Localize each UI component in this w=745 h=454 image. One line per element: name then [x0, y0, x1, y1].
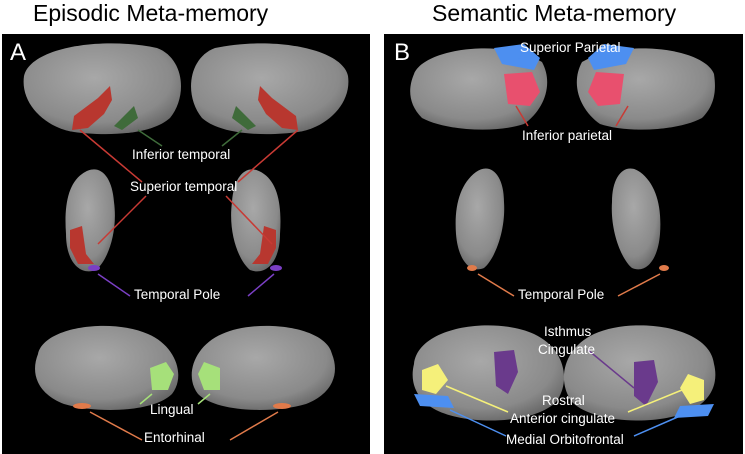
label-inferior-parietal: Inferior parietal: [522, 128, 612, 143]
arrow-medial-orbitofrontal-right: [633, 415, 681, 437]
isthmus-cingulate-region-right: [634, 360, 658, 406]
entorhinal-region-left: [73, 403, 91, 409]
semantic-title: Semantic Meta-memory: [432, 0, 677, 26]
arrow-rostral-anterior-cingulate-left: [445, 385, 509, 413]
arrow-superior-temporal-mid-right: [225, 195, 273, 245]
arrow-inferior-parietal-right: [615, 105, 629, 127]
arrow-superior-temporal-top-left: [79, 129, 143, 183]
inferior-temporal-region-left: [114, 106, 138, 130]
arrow-temporal-pole-left: [97, 273, 131, 297]
arrow-inferior-temporal-right: [221, 129, 243, 147]
superior-temporal-region-left: [72, 86, 112, 130]
temporal-pole-region-right: [270, 265, 282, 271]
panel-b: B: [384, 34, 743, 454]
arrow-inferior-temporal-left: [137, 129, 163, 147]
brain-bottom-left: [35, 325, 179, 410]
lingual-region-right: [198, 362, 220, 390]
label-entorhinal: Entorhinal: [144, 430, 205, 445]
brain-top-left: [23, 43, 181, 135]
arrow-superior-temporal-mid-left: [97, 195, 147, 245]
temporal-pole-region-b-left: [467, 265, 477, 271]
arrow-inferior-parietal-left: [515, 105, 529, 127]
brain-b-top-right: [576, 48, 715, 130]
label-isthmus-line1: Isthmus: [544, 324, 592, 339]
rostral-anterior-cingulate-region-right: [680, 374, 704, 404]
arrow-temporal-pole-right: [247, 273, 275, 297]
superior-parietal-region-left: [494, 44, 540, 70]
label-rostral-line1: Rostral: [542, 393, 585, 408]
isthmus-cingulate-region-left: [494, 350, 518, 394]
panel-a: A: [2, 34, 370, 454]
temporal-pole-region-b-right: [659, 265, 669, 271]
label-rostral-line2: Anterior cingulate: [510, 411, 615, 426]
superior-temporal-region-mid-left: [70, 226, 94, 264]
arrow-lingual-right: [197, 393, 211, 405]
label-lingual: Lingual: [150, 402, 194, 417]
label-temporal-pole-b: Temporal Pole: [518, 287, 604, 302]
superior-temporal-region-mid-right: [252, 226, 276, 264]
label-isthmus-line2: Cingulate: [538, 342, 595, 357]
brain-top-right: [191, 43, 349, 135]
brain-b-bottom-left: [412, 325, 565, 421]
label-superior-parietal: Superior Parietal: [520, 40, 621, 55]
arrow-isthmus-cingulate: [587, 349, 635, 389]
label-temporal-pole: Temporal Pole: [134, 287, 220, 302]
brain-b-mid-left: [455, 168, 505, 270]
panel-letter-a: A: [10, 39, 26, 66]
inferior-parietal-region-right: [588, 72, 624, 106]
arrow-superior-parietal-left: [517, 55, 535, 59]
label-inferior-temporal: Inferior temporal: [132, 147, 230, 162]
arrow-temporal-pole-b-left: [477, 273, 515, 297]
label-superior-temporal: Superior temporal: [130, 179, 237, 194]
medial-orbitofrontal-region-right: [674, 404, 714, 418]
arrow-temporal-pole-b-right: [617, 273, 661, 297]
label-medial-orbitofrontal: Medial Orbitofrontal: [506, 432, 624, 447]
inferior-temporal-region-right: [232, 106, 256, 130]
brain-b-top-left: [410, 48, 548, 130]
arrow-rostral-anterior-cingulate-right: [627, 389, 683, 413]
brain-bottom-right: [191, 325, 335, 410]
entorhinal-region-right: [273, 403, 291, 409]
arrow-superior-parietal-right: [591, 55, 607, 59]
superior-parietal-region-right: [588, 44, 634, 70]
medial-orbitofrontal-region-left: [414, 394, 454, 408]
arrow-entorhinal-right: [229, 411, 279, 441]
brain-mid-right: [231, 169, 281, 272]
lingual-region-left: [150, 362, 174, 390]
arrow-superior-temporal-top-right: [237, 129, 299, 183]
temporal-pole-region-left: [88, 265, 100, 271]
arrow-lingual-left: [139, 393, 153, 405]
brain-mid-left: [65, 169, 115, 272]
inferior-parietal-region-left: [504, 72, 540, 106]
brain-b-mid-right: [611, 168, 661, 270]
rostral-anterior-cingulate-region-left: [422, 364, 448, 394]
episodic-title: Episodic Meta-memory: [33, 0, 269, 26]
panel-letter-b: B: [394, 39, 410, 66]
arrow-medial-orbitofrontal-left: [449, 409, 507, 437]
superior-temporal-region-right: [258, 86, 298, 130]
arrow-entorhinal-left: [89, 411, 143, 441]
